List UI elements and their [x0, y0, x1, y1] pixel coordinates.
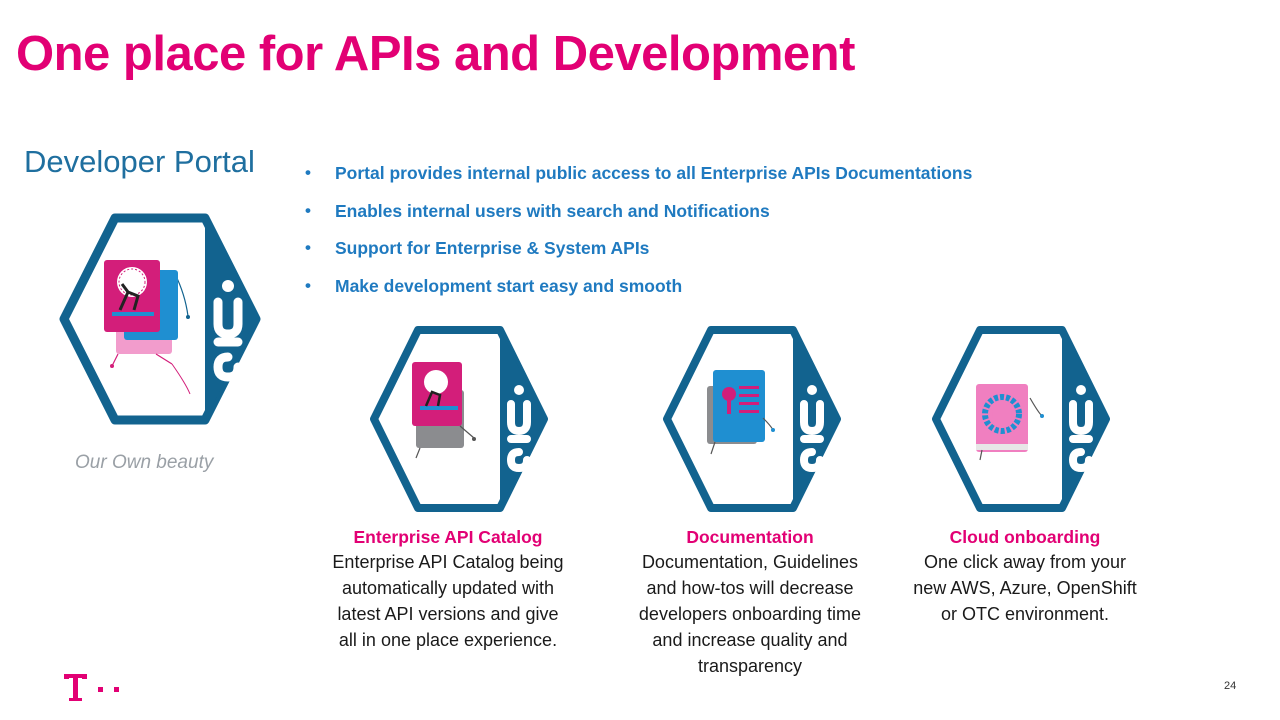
feature-description: One click away from your new AWS, Azure,… [900, 549, 1150, 627]
hero-caption: Our Own beauty [75, 452, 214, 473]
description-line: latest API versions and give [337, 604, 559, 624]
bullet-list: Portal provides internal public access t… [305, 160, 972, 310]
description-line: and increase quality and [652, 630, 848, 650]
description-line: new AWS, Azure, OpenShift [913, 578, 1137, 598]
bullet-item: Portal provides internal public access t… [305, 160, 972, 198]
api-catalog-hex-icon [370, 326, 548, 512]
description-line: Documentation, Guidelines [641, 552, 859, 572]
feature-api-catalog: Enterprise API Catalog Enterprise API Ca… [323, 526, 573, 653]
page-number: 24 [1224, 680, 1237, 692]
feature-cloud-onboarding: Cloud onboarding One click away from you… [900, 526, 1150, 627]
description-line: automatically updated with [341, 578, 555, 598]
feature-title: Enterprise API Catalog [353, 527, 543, 547]
feature-title: Cloud onboarding [949, 527, 1101, 547]
feature-description: Documentation, Guidelines and how-tos wi… [625, 549, 875, 679]
description-line: and how-tos will decrease [646, 578, 854, 598]
page-title: One place for APIs and Development [16, 27, 855, 81]
description-line: all in one place experience. [338, 630, 558, 650]
bullet-item: Make development start easy and smooth [305, 273, 972, 311]
cloud-onboarding-hex-icon [932, 326, 1110, 512]
telekom-logo [64, 672, 128, 702]
feature-title: Documentation [686, 527, 814, 547]
description-line: transparency [697, 656, 803, 676]
developer-portal-hex-icon [59, 213, 261, 425]
description-line: Enterprise API Catalog being [332, 552, 564, 572]
description-line: or OTC environment. [940, 604, 1110, 624]
feature-documentation: Documentation Documentation, Guidelines … [625, 526, 875, 679]
section-subtitle: Developer Portal [24, 144, 255, 179]
bullet-item: Support for Enterprise & System APIs [305, 235, 972, 273]
feature-description: Enterprise API Catalog being automatical… [323, 549, 573, 653]
documentation-hex-icon [663, 326, 841, 512]
bullet-item: Enables internal users with search and N… [305, 198, 972, 236]
description-line: One click away from your [923, 552, 1127, 572]
description-line: developers onboarding time [638, 604, 862, 624]
